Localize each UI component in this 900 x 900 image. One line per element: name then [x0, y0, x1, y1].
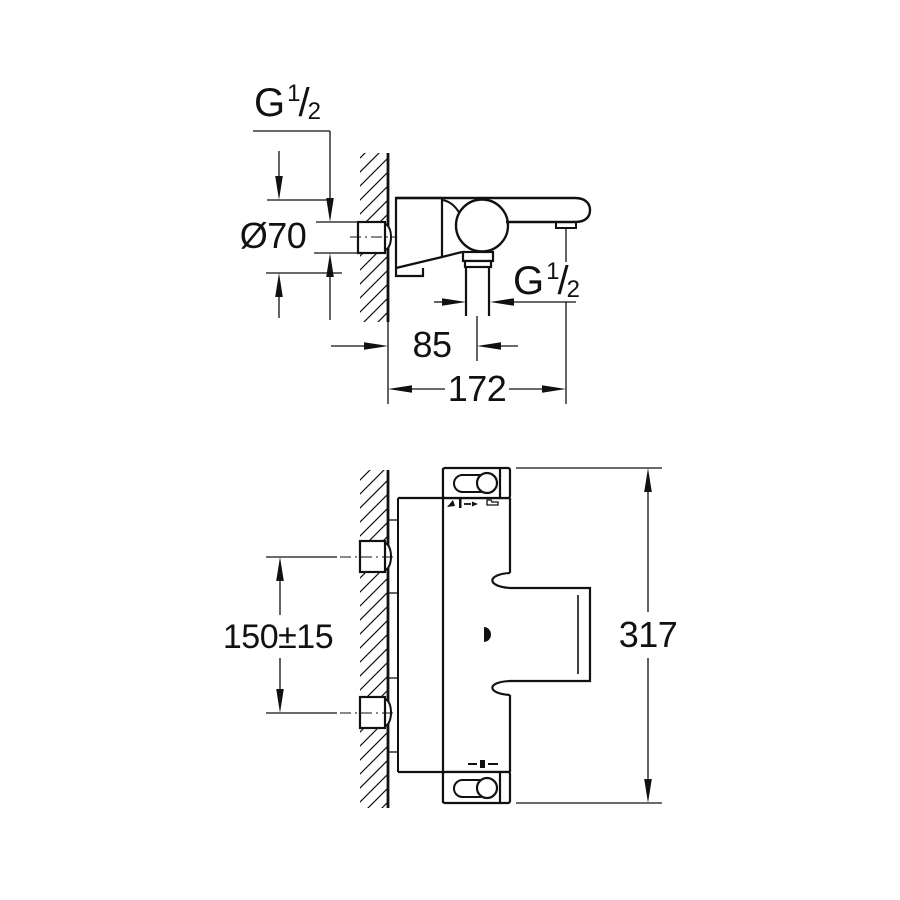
body-shoulder-curve: [441, 199, 461, 215]
label-dim-317: 317: [618, 614, 678, 655]
thread-letter: G: [513, 259, 544, 303]
control-knob-side: [454, 198, 510, 253]
brand-badge: [484, 627, 492, 642]
divider-bar-icon: [459, 499, 462, 508]
inlet-nut-lower: [340, 695, 398, 730]
thread-numerator: 1: [546, 258, 559, 285]
thread-numerator: 1: [287, 80, 300, 107]
bath-icon: [486, 499, 499, 506]
label-dim-172: 172: [447, 368, 507, 409]
front-view-drawing: [266, 466, 662, 808]
diverter-knob-grip: [475, 471, 499, 495]
dim-317: [516, 467, 662, 804]
dim-172: [388, 228, 567, 404]
arrow-icon: [472, 501, 478, 507]
thread-denominator: 2: [566, 276, 580, 303]
inlet-nut-upper: [340, 539, 398, 574]
wall-section-side: [360, 153, 390, 404]
temperature-box: [441, 770, 512, 805]
thermostat-body-front: [398, 468, 592, 803]
dim-85: [331, 316, 518, 361]
diverter-box: [441, 466, 512, 500]
thread-slash: /: [298, 81, 309, 125]
label-escutcheon-diameter: Ø70: [239, 215, 307, 256]
thread-denominator: 2: [307, 98, 321, 125]
shower-icon: [447, 500, 455, 507]
aerator-outlet: [555, 221, 577, 229]
spout-front: [510, 586, 592, 683]
spout-root-curve-bottom: [491, 679, 511, 697]
dim-150: [266, 556, 337, 714]
label-dim-85: 85: [412, 324, 452, 365]
wall-hatch: [360, 470, 388, 808]
shower-outlet-pipe: [461, 250, 495, 316]
side-view-drawing: [253, 130, 592, 404]
thread-slash: /: [557, 259, 568, 303]
dim-escutcheon-diameter: [266, 151, 342, 318]
thread-letter: G: [254, 81, 285, 125]
escutcheon-side: [394, 196, 463, 278]
mounting-plate-front: [389, 498, 399, 772]
inlet-nut-side: [350, 220, 398, 255]
diverter-scale-icon: [447, 499, 499, 508]
temperature-knob-grip: [475, 776, 499, 800]
temperature-scale-icon: [468, 760, 498, 768]
wall-section-front: [360, 470, 390, 808]
spout-root-curve-top: [491, 571, 511, 590]
dim-inlet-thread: [253, 130, 357, 320]
label-dim-150: 150±15: [222, 618, 334, 656]
